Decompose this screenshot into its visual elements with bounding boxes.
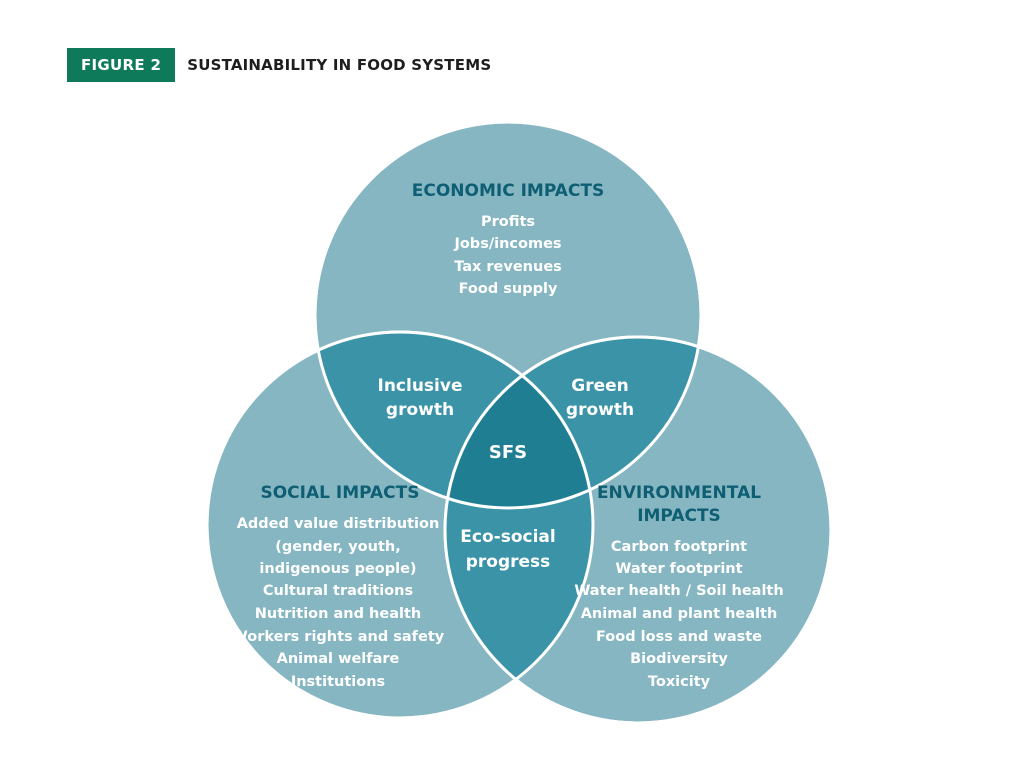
environmental-item: Carbon footprint (611, 539, 747, 555)
environmental-item: Biodiversity (630, 651, 728, 667)
green-growth-label: growth (566, 400, 634, 420)
social-item: Institutions (291, 674, 385, 690)
eco-social-label: Eco-social (460, 527, 555, 547)
environmental-heading: ENVIRONMENTAL (597, 483, 761, 503)
environmental-item: Water footprint (615, 561, 742, 577)
environmental-item: Animal and plant health (581, 606, 778, 622)
economic-heading: ECONOMIC IMPACTS (412, 181, 604, 201)
social-item: Animal welfare (277, 651, 400, 667)
social-item: Nutrition and health (255, 606, 421, 622)
environmental-item: Food loss and waste (596, 629, 762, 645)
economic-item: Tax revenues (454, 259, 562, 275)
economic-item: Food supply (459, 281, 558, 297)
figure-label: FIGURE 2 (67, 48, 176, 82)
eco-social-label: progress (466, 552, 551, 572)
inclusive-growth-label: growth (386, 400, 454, 420)
environmental-item: Water health / Soil health (574, 583, 783, 599)
social-item: Workers rights and safety (232, 629, 445, 645)
figure-header: FIGURE 2 SUSTAINABILITY IN FOOD SYSTEMS (67, 48, 491, 82)
inclusive-growth-label: Inclusive (378, 376, 463, 396)
figure-title: SUSTAINABILITY IN FOOD SYSTEMS (187, 56, 492, 74)
sfs-label: SFS (489, 442, 527, 463)
economic-item: Profits (481, 214, 535, 230)
environmental-heading: IMPACTS (637, 506, 721, 526)
sfs-region (445, 337, 593, 508)
social-item: (gender, youth, (275, 539, 400, 555)
green-growth-label: Green (571, 376, 629, 396)
social-heading: SOCIAL IMPACTS (260, 483, 419, 503)
social-item: Added value distribution (237, 516, 440, 532)
social-item: Cultural traditions (263, 583, 413, 599)
social-item: indigenous people) (259, 561, 416, 577)
environmental-item: Toxicity (648, 674, 711, 690)
economic-item: Jobs/incomes (453, 236, 561, 252)
